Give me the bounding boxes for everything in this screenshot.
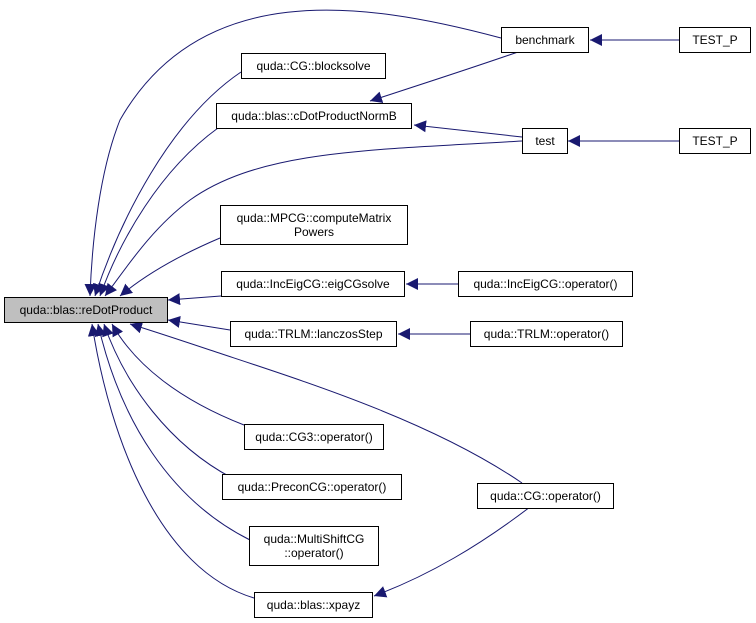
- edge-test-root: [104, 140, 523, 297]
- node-cg-operator[interactable]: quda::CG::operator(): [477, 483, 614, 509]
- node-benchmark[interactable]: benchmark: [501, 27, 589, 53]
- edge-blocksolve-root: [93, 71, 242, 297]
- node-cg3-operator[interactable]: quda::CG3::operator(): [244, 424, 384, 450]
- edge-trlm-root: [167, 315, 231, 331]
- node-test-p-1[interactable]: TEST_P: [679, 27, 751, 53]
- node-trlm-operator[interactable]: quda::TRLM::operator(): [470, 321, 623, 347]
- edge-multishift-root: [94, 323, 251, 541]
- edge-test-cdot: [413, 120, 523, 138]
- edge-benchmark-cdot: [369, 51, 519, 103]
- node-lanczosStep[interactable]: quda::TRLM::lanczosStep: [230, 321, 397, 347]
- edge-mpcg-root: [119, 237, 221, 297]
- node-precon-operator[interactable]: quda::PreconCG::operator(): [222, 474, 402, 500]
- edge-cgop-root: [129, 321, 523, 484]
- edge-cg3-root: [111, 323, 245, 426]
- node-blocksolve[interactable]: quda::CG::blocksolve: [241, 53, 386, 79]
- edge-cgop-xpayz: [373, 506, 531, 598]
- node-reDotProduct[interactable]: quda::blas::reDotProduct: [4, 297, 168, 323]
- edge-inceig-root: [167, 293, 222, 306]
- node-inceig-operator[interactable]: quda::IncEigCG::operator(): [458, 271, 633, 297]
- node-eigCGsolve[interactable]: quda::IncEigCG::eigCGsolve: [221, 271, 405, 297]
- edge-benchmark-root: [84, 9, 502, 297]
- node-test[interactable]: test: [522, 128, 568, 154]
- edge-precon-root: [102, 323, 233, 479]
- edge-cdot-root: [98, 127, 219, 297]
- node-multishift-operator[interactable]: quda::MultiShiftCG ::operator(): [249, 526, 379, 566]
- node-computeMatrixPowers[interactable]: quda::MPCG::computeMatrix Powers: [220, 205, 408, 245]
- node-xpayz[interactable]: quda::blas::xpayz: [254, 592, 373, 618]
- node-test-p-2[interactable]: TEST_P: [679, 128, 751, 154]
- node-cDotProductNormB[interactable]: quda::blas::cDotProductNormB: [216, 103, 412, 129]
- edge-xpayz-root: [87, 323, 255, 599]
